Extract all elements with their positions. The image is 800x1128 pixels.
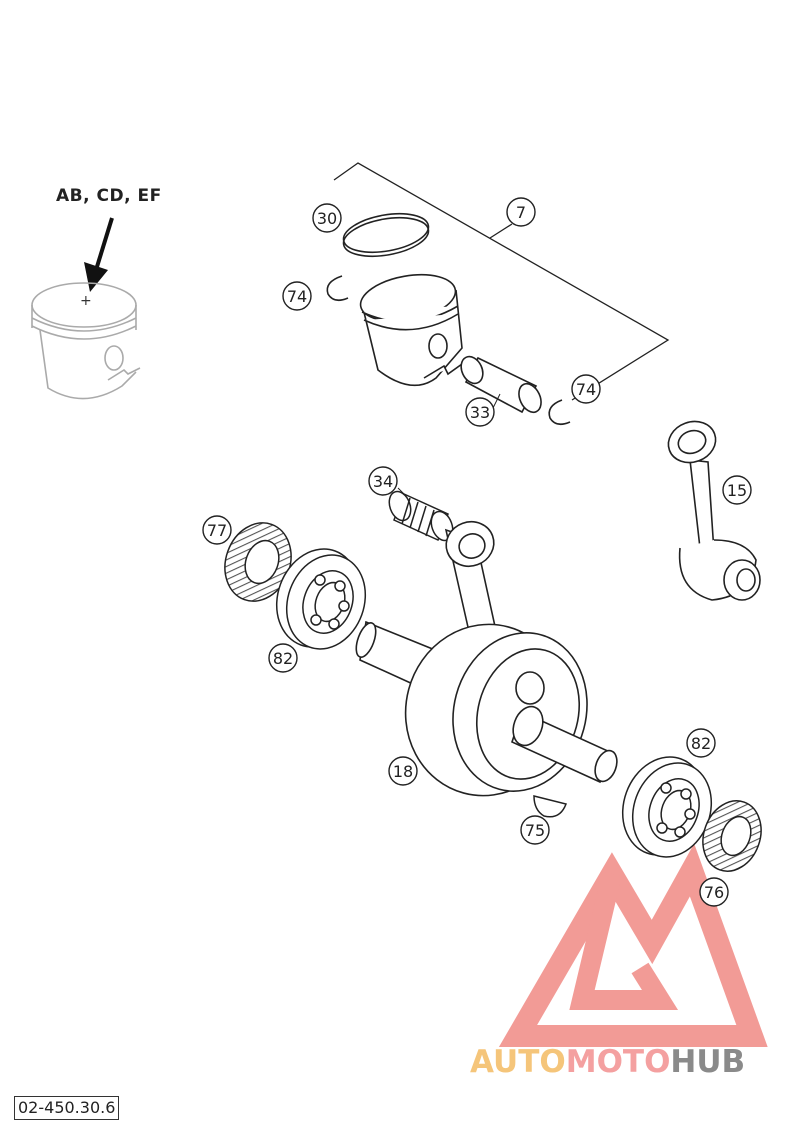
watermark-auto: AUTO	[470, 1044, 566, 1080]
watermark-hub: HUB	[670, 1044, 746, 1080]
callout-82-left: 82	[268, 643, 298, 673]
watermark-moto: MOTO	[565, 1044, 671, 1080]
diagram-code: 02-450.30.6	[14, 1096, 120, 1120]
svg-text:82: 82	[273, 649, 293, 668]
woodruff-key	[533, 795, 567, 818]
svg-text:76: 76	[704, 883, 724, 902]
svg-text:74: 74	[576, 380, 596, 399]
needle-bearing	[388, 490, 454, 542]
piston-size-label: AB, CD, EF	[56, 186, 162, 206]
svg-text:30: 30	[317, 209, 337, 228]
watermark-logo	[498, 843, 768, 1047]
piston	[359, 273, 463, 387]
svg-text:33: 33	[470, 403, 490, 422]
callout-75: 75	[520, 815, 550, 845]
callout-34: 34	[368, 466, 398, 496]
watermark-text: AUTOMOTOHUB	[470, 1044, 745, 1080]
svg-text:77: 77	[207, 521, 227, 540]
crankshaft	[355, 520, 618, 797]
piston-reference: +	[31, 282, 141, 400]
svg-text:74: 74	[287, 287, 307, 306]
svg-text:75: 75	[525, 821, 545, 840]
svg-text:34: 34	[373, 472, 393, 491]
callout-30: 30	[312, 203, 342, 233]
piston-pin	[460, 355, 542, 414]
svg-text:7: 7	[516, 203, 526, 222]
callout-33: 33	[465, 397, 495, 427]
callout-74-left: 74	[282, 281, 312, 311]
callout-77: 77	[202, 515, 232, 545]
circlip-right	[548, 399, 571, 426]
arrow-down-icon	[84, 217, 114, 292]
svg-text:82: 82	[691, 734, 711, 753]
piston-ring	[342, 212, 430, 258]
callout-74-right: 74	[571, 374, 601, 404]
callout-15: 15	[722, 475, 752, 505]
callout-82-right: 82	[686, 728, 716, 758]
svg-text:18: 18	[393, 762, 413, 781]
svg-text:15: 15	[727, 481, 747, 500]
main-bearing-right	[621, 756, 713, 858]
main-bearing-left	[275, 548, 367, 650]
shaft-seal-left	[224, 522, 292, 602]
callout-18: 18	[388, 756, 418, 786]
callout-7: 7	[506, 197, 536, 227]
callout-76: 76	[699, 877, 729, 907]
circlip-left	[326, 275, 349, 302]
svg-text:+: +	[80, 293, 92, 309]
connecting-rod	[667, 420, 761, 601]
shaft-seal-right	[702, 800, 762, 872]
piston-kit-bracket	[333, 162, 670, 401]
